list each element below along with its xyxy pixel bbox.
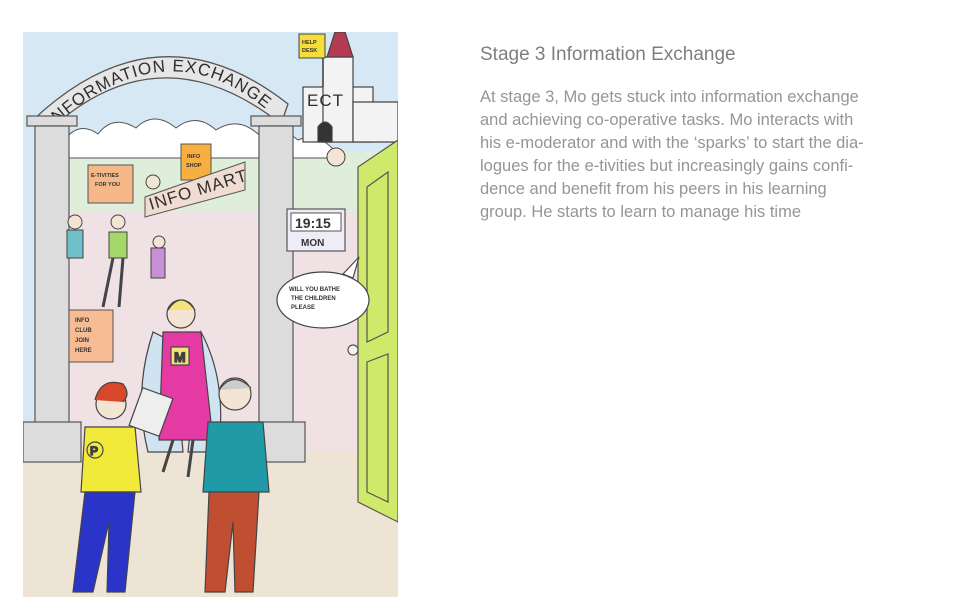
description-line: and achieving co-operative tasks. Mo int… <box>480 111 854 129</box>
etivities-sign: E-TIVITIES FOR YOU <box>87 164 134 204</box>
speech-text-1: WILL YOU BATHE <box>289 287 340 293</box>
text-panel: Stage 3 Information Exchange At stage 3,… <box>480 44 920 224</box>
description-line: dence and benefit from his peers in his … <box>480 180 827 198</box>
info-club-text-4: HERE <box>75 348 92 354</box>
stage-heading: Stage 3 Information Exchange <box>480 44 736 65</box>
description-line: At stage 3, Mo gets stuck into informati… <box>480 88 859 106</box>
p-badge: P <box>90 444 98 458</box>
arch <box>32 56 289 135</box>
help-desk-text-1: HELP <box>302 40 317 46</box>
help-desk-text-2: DESK <box>302 48 317 54</box>
description-line: his e-moderator and with the ‘sparks’ to… <box>480 134 864 152</box>
etivities-text-2: FOR YOU <box>95 182 120 188</box>
description-line: logues for the e-tivities but increasing… <box>480 157 854 175</box>
info-club-text-3: JOIN <box>75 338 89 344</box>
clock-day: MON <box>301 238 324 249</box>
clock-display: 19:15 MON <box>286 208 346 252</box>
info-shop-sign: INFO SHOP <box>180 143 212 181</box>
illustration-drawing: ECT HELP DESK INFORMATION EXCHANGE <box>23 32 398 597</box>
help-desk-flag: HELP DESK <box>298 33 326 87</box>
background-figures <box>66 147 346 308</box>
speech-text-3: PLEASE <box>291 305 315 311</box>
description-line: group. He starts to learn to manage his … <box>480 203 801 221</box>
speech-text-2: THE CHILDREN <box>291 296 336 302</box>
mo-figure: M <box>140 299 222 478</box>
info-shop-text-1: INFO <box>187 154 201 160</box>
speech-bubble: WILL YOU BATHE THE CHILDREN PLEASE <box>276 256 370 329</box>
info-club-text-1: INFO <box>75 318 90 324</box>
clock-time: 19:15 <box>295 215 331 231</box>
p-figure: P <box>72 381 174 593</box>
stage-description: At stage 3, Mo gets stuck into informati… <box>480 86 920 224</box>
etivities-text-1: E-TIVITIES <box>91 173 119 179</box>
stage-3-illustration: ECT HELP DESK INFORMATION EXCHANGE <box>23 32 398 597</box>
info-club-sign: INFO CLUB JOIN HERE <box>68 309 114 363</box>
mo-badge: M <box>174 349 186 365</box>
older-man-figure <box>202 377 270 593</box>
castle-letters: ECT <box>307 91 344 110</box>
castle <box>302 32 398 143</box>
info-shop-text-2: SHOP <box>186 163 202 169</box>
info-club-text-2: CLUB <box>75 328 92 334</box>
left-pillar <box>23 115 82 463</box>
